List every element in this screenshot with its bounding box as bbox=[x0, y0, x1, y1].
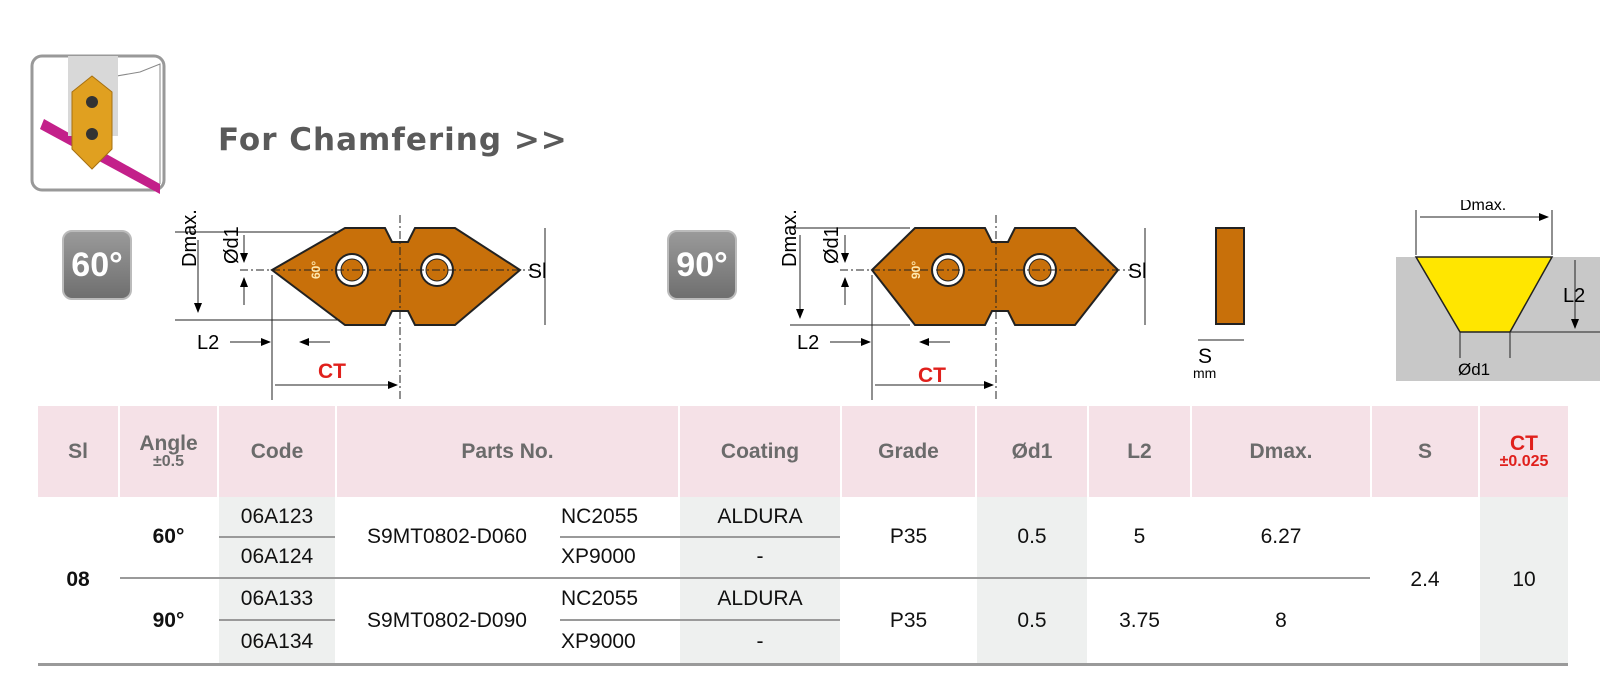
svg-text:S: S bbox=[1198, 345, 1212, 368]
header-si: Sl bbox=[38, 406, 118, 497]
header-angle: Angle±0.5 bbox=[120, 406, 217, 497]
cell-d1: 0.5 bbox=[1017, 525, 1047, 548]
cell-dmax: 8 bbox=[1275, 608, 1287, 632]
svg-text:Ød1: Ød1 bbox=[1458, 360, 1490, 379]
header-ct: CT±0.025 bbox=[1480, 406, 1568, 497]
insert-side-view: S mm bbox=[1193, 227, 1245, 381]
svg-text:Dmax.: Dmax. bbox=[179, 209, 201, 267]
cell-si: 08 bbox=[66, 568, 90, 591]
cell-s: 2.4 bbox=[1410, 568, 1440, 591]
cell-part-no: S9MT0802-D090 bbox=[367, 608, 527, 632]
header-coating: Coating bbox=[680, 406, 840, 497]
cell-code: 06A123 bbox=[240, 505, 314, 528]
svg-text:CT: CT bbox=[318, 360, 346, 383]
header-dmax: Dmax. bbox=[1192, 406, 1370, 497]
page-title: For Chamfering >> bbox=[218, 122, 568, 158]
cell-code: 06A133 bbox=[240, 587, 314, 610]
cell-dmax: 6.27 bbox=[1260, 525, 1302, 548]
angle-90-badge: 90° bbox=[667, 230, 737, 300]
header-l2: L2 bbox=[1089, 406, 1190, 497]
cell-grade-sub: NC2055 bbox=[561, 587, 639, 610]
svg-text:Sl: Sl bbox=[1128, 260, 1147, 283]
header-parts-no: Parts No. bbox=[337, 406, 678, 497]
cell-code: 06A134 bbox=[240, 630, 314, 653]
chamfer-section-diagram: Dmax. L2 Ød1 bbox=[1396, 200, 1600, 381]
cell-grade-sub: XP9000 bbox=[561, 545, 636, 568]
svg-text:Sl: Sl bbox=[528, 260, 547, 283]
insert-90-drawing: Dmax. Ød1 90° Sl L2 CT bbox=[779, 209, 1147, 400]
cell-l2: 3.75 bbox=[1119, 608, 1160, 632]
cell-grade-sub: XP9000 bbox=[561, 630, 636, 653]
svg-text:Ød1: Ød1 bbox=[821, 226, 843, 264]
cell-part-no: S9MT0802-D060 bbox=[367, 525, 527, 548]
cell-ct: 10 bbox=[1512, 568, 1536, 591]
header-d1: Ød1 bbox=[977, 406, 1087, 497]
svg-text:Dmax.: Dmax. bbox=[1460, 200, 1506, 214]
svg-text:60°: 60° bbox=[309, 261, 323, 279]
cell-angle: 90° bbox=[152, 608, 185, 632]
cell-grade: P35 bbox=[889, 608, 928, 632]
cell-coating: ALDURA bbox=[717, 587, 803, 610]
cell-coating: - bbox=[756, 545, 764, 568]
cell-code: 06A124 bbox=[240, 545, 314, 568]
header-grade: Grade bbox=[842, 406, 975, 497]
insert-60-drawing: Dmax. Ød1 60° Sl L2 CT bbox=[175, 209, 547, 400]
header-code: Code bbox=[219, 406, 335, 497]
cell-coating: ALDURA bbox=[717, 505, 803, 528]
svg-text:L2: L2 bbox=[797, 332, 819, 354]
svg-text:Ød1: Ød1 bbox=[221, 226, 243, 264]
cell-angle: 60° bbox=[152, 525, 185, 548]
svg-text:90°: 90° bbox=[909, 261, 923, 279]
cell-grade: P35 bbox=[889, 525, 928, 548]
chamfer-tool-icon bbox=[30, 54, 166, 194]
insert-diagrams: Dmax. Ød1 60° Sl L2 CT Dmax. Ød1 90° Sl … bbox=[175, 200, 1600, 400]
svg-text:L2: L2 bbox=[197, 332, 219, 354]
cell-l2: 5 bbox=[1133, 525, 1146, 548]
svg-text:mm: mm bbox=[1193, 365, 1216, 381]
cell-d1: 0.5 bbox=[1017, 608, 1047, 632]
header-s: S bbox=[1372, 406, 1478, 497]
cell-coating: - bbox=[756, 630, 764, 653]
angle-60-badge: 60° bbox=[62, 230, 132, 300]
svg-text:L2: L2 bbox=[1563, 285, 1585, 307]
cell-grade-sub: NC2055 bbox=[561, 505, 639, 528]
svg-text:Dmax.: Dmax. bbox=[779, 209, 801, 267]
svg-text:CT: CT bbox=[918, 364, 946, 387]
